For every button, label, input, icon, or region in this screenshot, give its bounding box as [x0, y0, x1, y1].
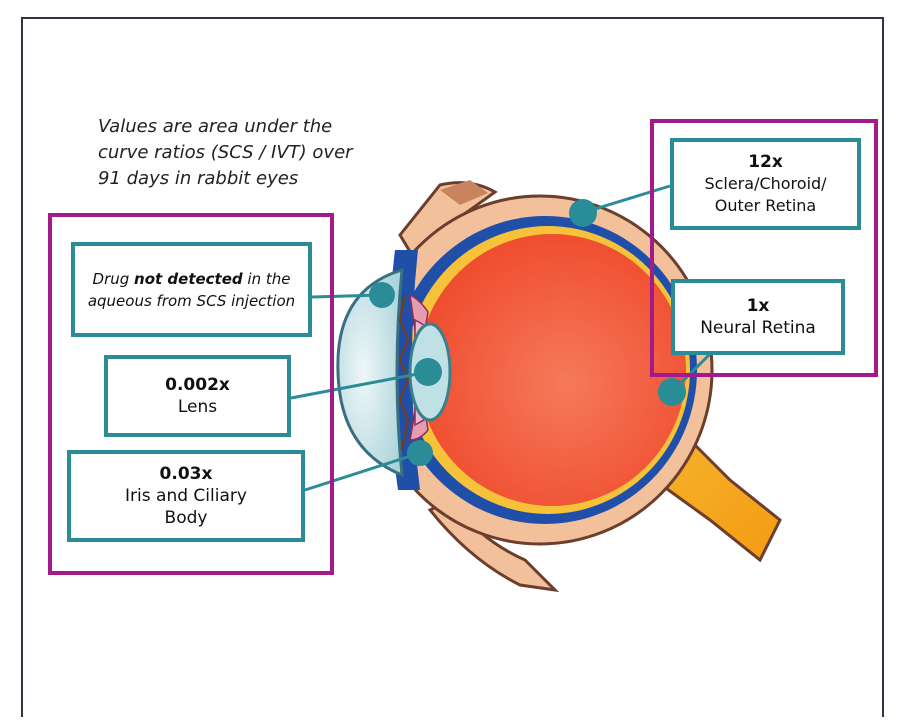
iris-label: 0.03x Iris and Ciliary Body: [67, 450, 305, 542]
sclera-value: 12x: [674, 151, 857, 173]
neural-retina-label: 1x Neural Retina: [671, 279, 845, 355]
iris-name-line1: Iris and Ciliary: [71, 485, 301, 507]
aqueous-prefix: Drug: [93, 270, 135, 288]
aqueous-label: Drug not detected in the aqueous from SC…: [71, 242, 312, 337]
vitreous: [418, 234, 686, 506]
lens-name: Lens: [108, 396, 287, 418]
aqueous-emphasis: not detected: [134, 270, 243, 288]
sclera-name-line1: Sclera/Choroid/: [674, 173, 857, 195]
iris-value: 0.03x: [71, 463, 301, 485]
marker-aqueous: [369, 282, 395, 308]
sclera-label: 12x Sclera/Choroid/ Outer Retina: [670, 138, 861, 230]
marker-neural: [658, 378, 686, 406]
iris-name-line2: Body: [71, 507, 301, 529]
neural-name: Neural Retina: [675, 317, 841, 339]
lens-label: 0.002x Lens: [104, 355, 291, 437]
marker-sclera: [569, 199, 597, 227]
sclera-name-line2: Outer Retina: [674, 195, 857, 217]
neural-value: 1x: [675, 295, 841, 317]
marker-iris: [407, 440, 433, 466]
caption-note: Values are area under the curve ratios (…: [98, 114, 368, 192]
marker-lens: [414, 358, 442, 386]
lens-value: 0.002x: [108, 374, 287, 396]
